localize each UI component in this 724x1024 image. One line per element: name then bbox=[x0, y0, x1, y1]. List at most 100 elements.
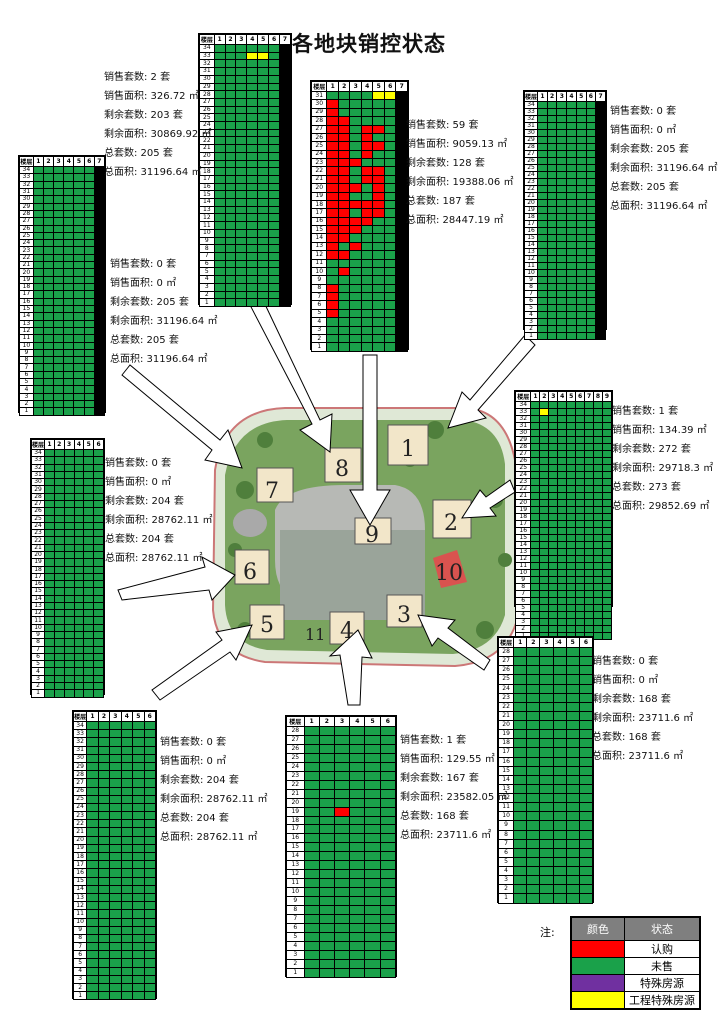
stat-sold-units: 销售套数: 2 套 bbox=[104, 72, 171, 83]
grid-unit-cell bbox=[575, 178, 587, 186]
legend: 颜色 状态 认购 未售 特殊房源 工程特殊房源 bbox=[570, 916, 701, 1010]
grid-unit-cell bbox=[73, 407, 85, 416]
grid-unit-cell bbox=[143, 786, 157, 796]
grid-unit-cell bbox=[132, 958, 145, 968]
legend-swatch-special bbox=[571, 974, 625, 992]
grid-floor-label: 29 bbox=[514, 436, 532, 444]
grid-unit-cell bbox=[93, 470, 104, 480]
grid-unit-cell bbox=[601, 597, 613, 605]
grid-unit-cell bbox=[42, 334, 55, 343]
grid-unit-cell bbox=[546, 129, 558, 137]
grid-unit-cell bbox=[83, 378, 95, 387]
grid-unit-cell bbox=[556, 262, 568, 270]
grid-unit-cell bbox=[73, 681, 85, 691]
grid-unit-cell bbox=[326, 325, 339, 335]
grid-unit-cell bbox=[109, 786, 122, 796]
grid-unit-cell bbox=[42, 246, 55, 255]
grid-unit-cell bbox=[73, 268, 85, 277]
grid-floor-label: 28 bbox=[30, 492, 46, 501]
grid-floor-label: 2 bbox=[523, 325, 539, 333]
grid-unit-cell bbox=[546, 227, 558, 235]
grid-unit-cell bbox=[73, 499, 85, 509]
grid-unit-cell bbox=[537, 262, 548, 270]
grid-unit-cell bbox=[552, 719, 567, 731]
grid-unit-cell bbox=[513, 692, 528, 703]
grid-unit-cell bbox=[383, 325, 397, 335]
grid-unit-cell bbox=[557, 457, 568, 465]
grid-unit-cell bbox=[379, 896, 397, 907]
grid-header-unit: 2 bbox=[526, 637, 541, 648]
grid-unit-cell bbox=[63, 623, 75, 633]
grid-unit-cell bbox=[120, 761, 134, 772]
grid-unit-cell bbox=[53, 370, 65, 380]
grid-unit-cell bbox=[548, 562, 559, 570]
grid-unit-cell bbox=[349, 824, 366, 835]
grid-unit-cell bbox=[566, 429, 577, 437]
grid-unit-cell bbox=[32, 304, 44, 314]
grid-floor-label: 14 bbox=[310, 233, 328, 243]
grid-unit-cell bbox=[224, 267, 237, 277]
grid-unit-cell bbox=[109, 868, 122, 878]
grid-unit-cell bbox=[349, 779, 366, 790]
grid-floor-label: 7 bbox=[310, 291, 328, 302]
grid-unit-cell bbox=[383, 317, 397, 327]
grid-unit-cell bbox=[83, 478, 95, 487]
grid-unit-cell bbox=[337, 90, 351, 101]
grid-unit-cell bbox=[530, 541, 541, 549]
grid-floor-label: 15 bbox=[30, 587, 46, 596]
grid-unit-cell bbox=[364, 878, 381, 889]
grid-unit-cell bbox=[268, 151, 281, 161]
grid-unit-cell bbox=[593, 513, 603, 521]
grid-unit-cell bbox=[575, 283, 587, 291]
grid-unit-cell bbox=[109, 860, 122, 870]
grid-unit-cell bbox=[257, 228, 270, 238]
grid-unit-cell bbox=[268, 67, 281, 76]
grid-unit-cell bbox=[333, 887, 351, 898]
grid-unit-cell bbox=[257, 128, 270, 138]
grid-unit-cell bbox=[383, 291, 397, 302]
grid-unit-cell bbox=[557, 415, 568, 423]
grid-unit-cell bbox=[279, 221, 291, 230]
grid-unit-cell bbox=[213, 105, 226, 115]
grid-unit-cell bbox=[143, 884, 157, 894]
grid-unit-cell bbox=[546, 234, 558, 242]
stat-total-area: 总面积: 28762.11 ㎡ bbox=[160, 832, 258, 843]
grid-unit-cell bbox=[337, 157, 351, 168]
grid-floor-label: 23 bbox=[523, 178, 539, 186]
grid-unit-cell bbox=[337, 149, 351, 160]
grid-unit-cell bbox=[578, 656, 594, 667]
grid-unit-cell bbox=[213, 221, 226, 230]
grid-floor-label: 3 bbox=[523, 318, 539, 326]
grid-unit-cell bbox=[601, 618, 613, 626]
grid-unit-cell bbox=[224, 290, 237, 300]
grid-unit-cell bbox=[109, 851, 122, 862]
grid-unit-cell bbox=[601, 450, 613, 458]
grid-unit-cell bbox=[268, 205, 281, 215]
grid-unit-cell bbox=[566, 136, 577, 144]
grid-unit-cell bbox=[97, 950, 111, 960]
grid-unit-cell bbox=[349, 958, 366, 969]
grid-unit-cell bbox=[333, 958, 351, 969]
grid-unit-cell bbox=[120, 851, 134, 862]
grid-unit-cell bbox=[63, 463, 75, 472]
grid-unit-cell bbox=[93, 348, 106, 358]
grid-unit-cell bbox=[546, 262, 558, 270]
grid-unit-cell bbox=[83, 326, 95, 336]
grid-unit-cell bbox=[526, 719, 541, 731]
grid-unit-cell bbox=[333, 833, 351, 844]
grid-unit-cell bbox=[372, 208, 385, 218]
grid-floor-label: 22 bbox=[286, 779, 305, 790]
grid-unit-cell bbox=[63, 370, 75, 380]
grid-unit-cell bbox=[513, 838, 528, 849]
grid-unit-cell bbox=[566, 241, 577, 249]
grid-unit-cell bbox=[539, 829, 554, 840]
grid-unit-cell bbox=[575, 478, 586, 486]
grid-unit-cell bbox=[63, 253, 75, 263]
grid-unit-cell bbox=[530, 548, 541, 556]
grid-floor-label: 19 bbox=[19, 275, 34, 285]
grid-unit-cell bbox=[552, 692, 567, 703]
grid-unit-cell bbox=[539, 569, 550, 577]
grid-unit-cell bbox=[132, 991, 145, 1001]
